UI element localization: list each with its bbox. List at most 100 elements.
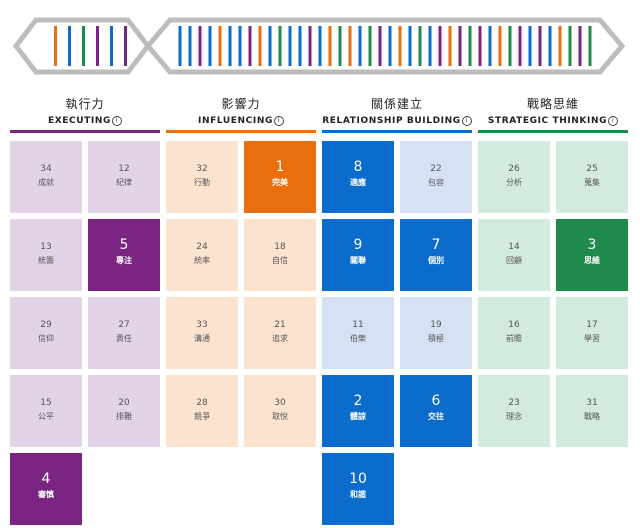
strength-name: 體諒 bbox=[350, 412, 366, 421]
dna-right-stripe bbox=[498, 26, 502, 66]
dna-right-stripe bbox=[538, 26, 542, 66]
dna-right-stripe bbox=[298, 26, 302, 66]
strength-name: 統率 bbox=[194, 256, 210, 265]
strength-name: 公平 bbox=[38, 412, 54, 421]
strength-rank: 17 bbox=[586, 320, 598, 330]
strength-rank: 33 bbox=[196, 320, 208, 330]
strength-name: 統籌 bbox=[38, 256, 54, 265]
dna-left-stripe bbox=[96, 26, 99, 66]
strength-name: 個別 bbox=[428, 256, 444, 265]
dna-left-stripe bbox=[54, 26, 57, 66]
category-bar-relationship bbox=[322, 130, 472, 133]
dna-right-stripe bbox=[518, 26, 522, 66]
dna-right-stripe bbox=[548, 26, 552, 66]
info-icon[interactable]: i bbox=[273, 116, 284, 126]
strength-rank: 9 bbox=[353, 237, 363, 253]
strength-rank: 8 bbox=[353, 159, 363, 175]
strength-rank: 29 bbox=[40, 320, 52, 330]
dna-right-stripe bbox=[338, 26, 342, 66]
strength-tile[interactable]: 32 行動 bbox=[166, 141, 238, 213]
strength-rank: 25 bbox=[586, 164, 598, 174]
strength-name: 包容 bbox=[428, 178, 444, 187]
strength-tile[interactable]: 34 成就 bbox=[10, 141, 82, 213]
strength-rank: 16 bbox=[508, 320, 520, 330]
category-title-cn: 關係建立 bbox=[370, 97, 423, 111]
dna-right-stripe bbox=[238, 26, 242, 66]
strength-name: 成就 bbox=[38, 178, 54, 187]
dna-right-stripe bbox=[388, 26, 392, 66]
strength-rank: 10 bbox=[349, 471, 367, 487]
strength-name: 積極 bbox=[428, 334, 444, 343]
strength-rank: 26 bbox=[508, 164, 520, 174]
dna-right-stripe bbox=[318, 26, 322, 66]
dna-right-stripe bbox=[468, 26, 472, 66]
strength-name: 伯樂 bbox=[350, 334, 366, 343]
dna-right-stripe bbox=[248, 26, 252, 66]
strength-name: 戰略 bbox=[584, 412, 600, 421]
strength-rank: 24 bbox=[196, 242, 208, 252]
dna-right-stripe bbox=[448, 26, 452, 66]
strength-name: 蒐集 bbox=[584, 178, 600, 187]
dna-right-stripe bbox=[198, 26, 202, 66]
dna-right-stripe bbox=[188, 26, 192, 66]
dna-right-stripe bbox=[508, 26, 512, 66]
strengths-dna-graphic bbox=[12, 17, 626, 75]
strength-tile[interactable]: 16 前瞻 bbox=[478, 297, 550, 369]
strength-rank: 12 bbox=[118, 164, 130, 174]
info-icon[interactable]: i bbox=[608, 116, 619, 126]
strength-rank: 34 bbox=[40, 164, 52, 174]
category-title-cn: 戰略思維 bbox=[526, 97, 579, 111]
dna-right-stripe bbox=[378, 26, 382, 66]
dna-left-stripe bbox=[110, 26, 113, 66]
strength-tile[interactable]: 17 學習 bbox=[556, 297, 628, 369]
strength-tile[interactable]: 24 統率 bbox=[166, 219, 238, 291]
dna-left-stripe bbox=[68, 26, 71, 66]
info-icon[interactable]: i bbox=[111, 116, 122, 126]
strength-name: 學習 bbox=[584, 334, 600, 343]
dna-right-stripe bbox=[438, 26, 442, 66]
strength-rank: 32 bbox=[196, 164, 208, 174]
strength-tile[interactable]: 25 蒐集 bbox=[556, 141, 628, 213]
dna-right-stripe bbox=[428, 26, 432, 66]
info-icon[interactable]: i bbox=[461, 116, 472, 126]
dna-right-stripe bbox=[418, 26, 422, 66]
dna-right-hexagon bbox=[144, 17, 626, 75]
strength-name: 行動 bbox=[194, 178, 210, 187]
strength-rank: 5 bbox=[119, 237, 129, 253]
strength-name: 前瞻 bbox=[506, 334, 522, 343]
dna-right-stripe bbox=[478, 26, 482, 66]
